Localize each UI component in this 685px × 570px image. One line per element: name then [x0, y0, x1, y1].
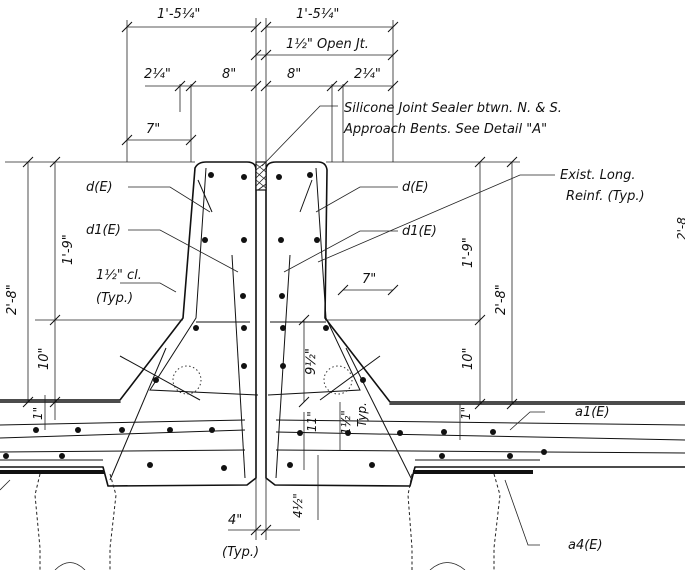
dim-deck-typ: Typ. — [355, 402, 369, 427]
concrete-outline — [0, 161, 685, 487]
dim-offset-left-a: 2¼" — [144, 67, 171, 82]
bar-label-d-right: d(E) — [402, 180, 429, 195]
left-bent-outline — [0, 161, 257, 487]
dim-top-width-right: 1'-5¼" — [296, 7, 339, 22]
dim-height-total-left: 2'-8" — [5, 284, 20, 315]
dim-height-lower-left: 10" — [37, 347, 52, 370]
dim-offset-left-7: 7" — [146, 122, 160, 137]
bar-label-d1-right: d1(E) — [402, 224, 437, 239]
bar-label-a4: a4(E) — [568, 538, 603, 553]
dim-offset-right-a: 8" — [287, 67, 301, 82]
dim-deck-mid-11: 11" — [305, 411, 319, 432]
bar-label-d1-left: d1(E) — [86, 223, 121, 238]
bearing-pads — [0, 470, 533, 474]
dim-top-width-left: 1'-5¼" — [157, 7, 200, 22]
dim-offset-right-b: 2¼" — [354, 67, 381, 82]
dim-bottom-4half: 4½" — [291, 493, 305, 518]
dim-cover-typ: (Typ.) — [96, 291, 133, 306]
note-exist-line1: Exist. Long. — [560, 168, 635, 183]
leader-lines — [0, 105, 555, 546]
rebar-dots — [3, 172, 547, 471]
dim-offset-right-7: 7" — [362, 272, 376, 287]
dim-deck-right: 1" — [459, 407, 473, 420]
dim-deck-left: 1" — [31, 407, 45, 420]
dim-open-joint: 1½" Open Jt. — [286, 37, 369, 52]
dimension-lines — [5, 18, 520, 540]
dimension-ticks — [22, 21, 518, 536]
dim-height-upper-left: 1'-9" — [61, 234, 76, 265]
note-sealer-line2: Approach Bents. See Detail "A" — [343, 122, 547, 137]
dim-height-upper-right: 1'-9" — [461, 237, 476, 268]
note-exist-line2: Reinf. (Typ.) — [566, 189, 645, 204]
void-left — [172, 365, 202, 395]
girders — [34, 473, 501, 570]
dim-haunch-height: 9½" — [304, 348, 319, 375]
right-bent-outline — [265, 161, 685, 487]
dim-height-total-right: 2'-8" — [494, 284, 509, 315]
dimension-text: 1'-5¼" 1'-5¼" 1½" Open Jt. 2¼" 8" 8" 2¼"… — [5, 7, 509, 560]
dim-cover: 1½" cl. — [96, 268, 142, 283]
reinforcement-cages — [0, 167, 685, 481]
note-sealer-line1: Silicone Joint Sealer btwn. N. & S. — [344, 101, 562, 116]
bar-labels: d(E) d(E) d1(E) d1(E) a1(E) a4(E) — [86, 180, 610, 553]
bar-label-a1: a1(E) — [575, 405, 610, 420]
note-edge-clip: 2'-8 — [675, 217, 685, 240]
bar-label-d-left: d(E) — [86, 180, 113, 195]
dim-bottom-4: 4" — [228, 513, 242, 528]
dim-height-lower-right: 10" — [461, 347, 476, 370]
dim-bottom-typ: (Typ.) — [222, 545, 259, 560]
void-right — [323, 365, 353, 395]
joint-sealer — [255, 161, 267, 191]
dim-deck-mid-1half: 1½" — [339, 410, 353, 435]
dim-offset-left-b: 8" — [222, 67, 236, 82]
notes: Silicone Joint Sealer btwn. N. & S. Appr… — [343, 101, 685, 240]
